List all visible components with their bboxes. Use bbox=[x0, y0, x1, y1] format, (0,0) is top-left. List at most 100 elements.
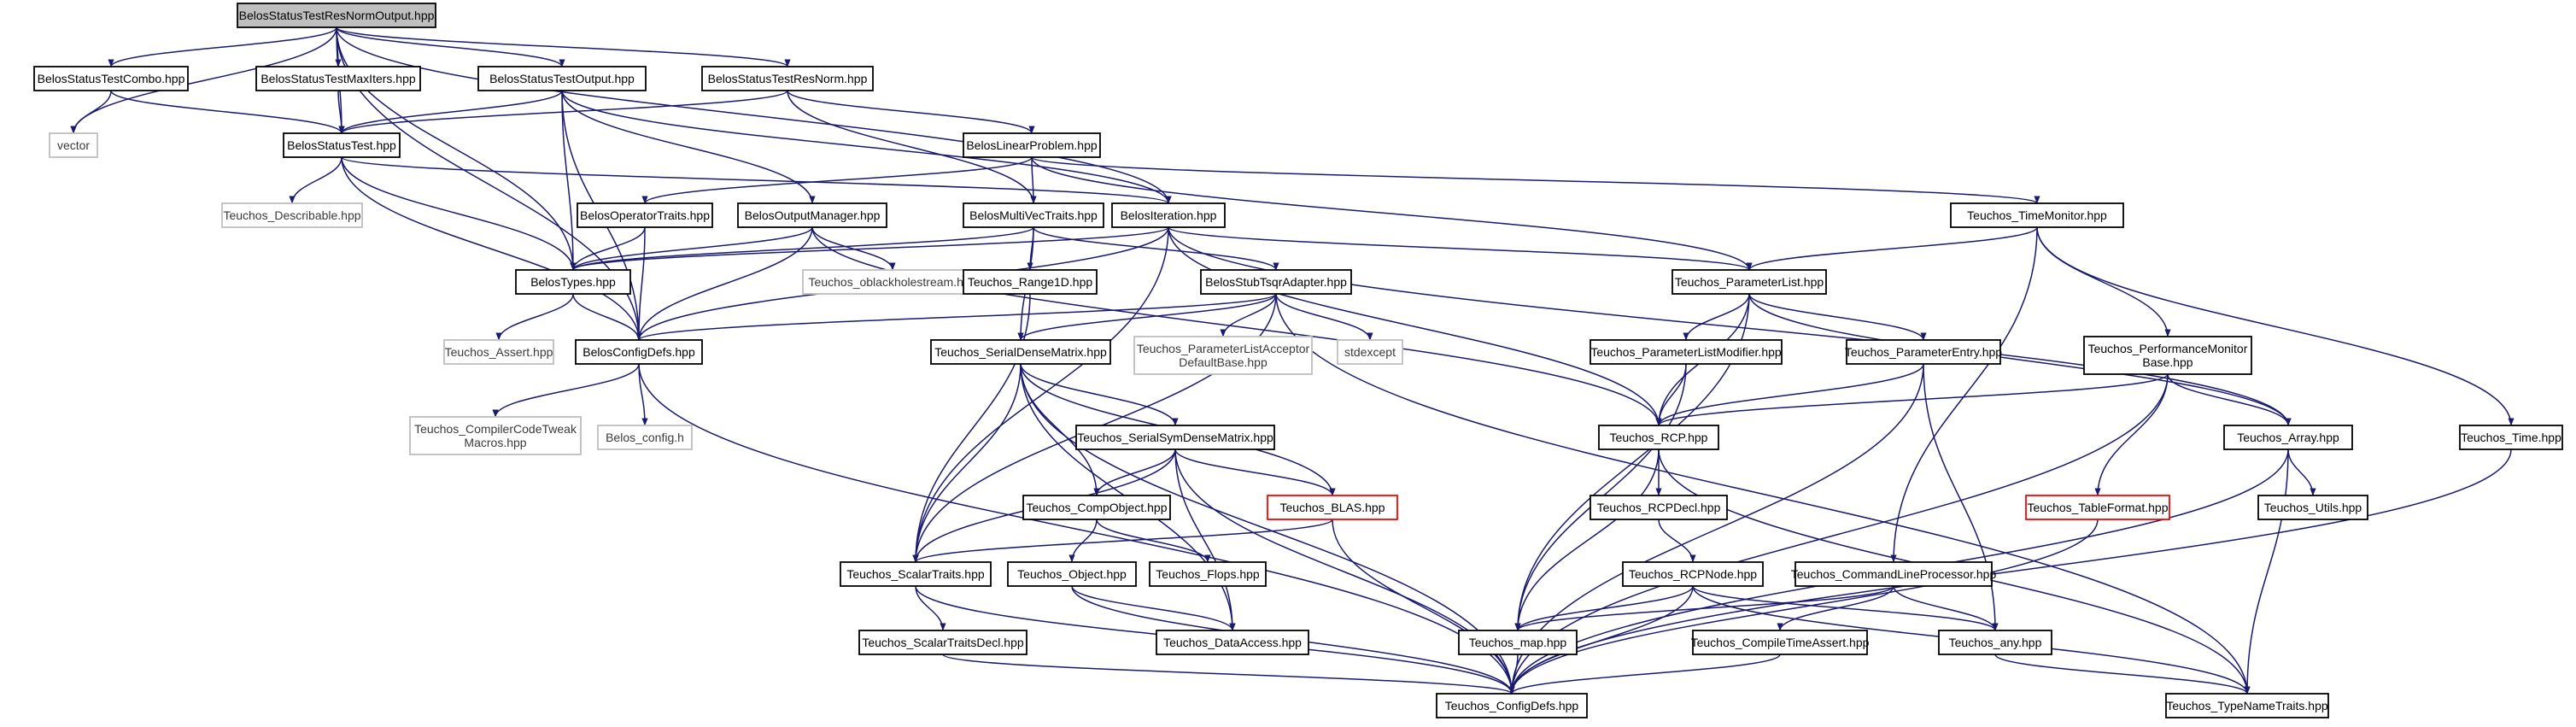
node-outmgr[interactable]: BelosOutputManager.hpp bbox=[737, 202, 887, 228]
node-label-stdexcept: stdexcept bbox=[1344, 345, 1396, 359]
node-label-serialdense: Teuchos_SerialDenseMatrix.hpp bbox=[934, 345, 1107, 359]
node-label-codetweak: Macros.hpp bbox=[464, 436, 526, 449]
node-utils[interactable]: Teuchos_Utils.hpp bbox=[2257, 495, 2368, 520]
node-paramlist[interactable]: Teuchos_ParameterList.hpp bbox=[1671, 269, 1827, 295]
node-stoutput[interactable]: BelosStatusTestOutput.hpp bbox=[477, 66, 647, 91]
node-paramentry[interactable]: Teuchos_ParameterEntry.hpp bbox=[1845, 339, 2002, 365]
node-label-ctassert: Teuchos_CompileTimeAssert.hpp bbox=[1691, 636, 1870, 649]
node-box-mvtraits bbox=[963, 202, 1104, 228]
edge-stoutput-to-statustest bbox=[338, 90, 563, 134]
node-box-array bbox=[2223, 425, 2353, 450]
edge-linprob-to-paramlist bbox=[1031, 156, 1753, 271]
node-object[interactable]: Teuchos_Object.hpp bbox=[1007, 561, 1137, 587]
node-resnorm[interactable]: BelosStatusTestResNorm.hpp bbox=[701, 66, 874, 91]
node-label-describable: Teuchos_Describable.hpp bbox=[223, 208, 360, 222]
node-configdefs[interactable]: BelosConfigDefs.hpp bbox=[575, 339, 703, 365]
node-label-blas: Teuchos_BLAS.hpp bbox=[1280, 501, 1385, 514]
node-iteration[interactable]: BelosIteration.hpp bbox=[1111, 202, 1226, 228]
node-range1d[interactable]: Teuchos_Range1D.hpp bbox=[963, 269, 1098, 295]
node-root[interactable]: BelosStatusTestResNormOutput.hpp bbox=[237, 3, 436, 28]
node-tconfigdefs[interactable]: Teuchos_ConfigDefs.hpp bbox=[1436, 693, 1588, 718]
node-compobject[interactable]: Teuchos_CompObject.hpp bbox=[1022, 495, 1171, 520]
node-tableformat[interactable]: Teuchos_TableFormat.hpp bbox=[2025, 495, 2170, 520]
node-scalartraitsdecl[interactable]: Teuchos_ScalarTraitsDecl.hpp bbox=[858, 630, 1027, 655]
node-scalartraits[interactable]: Teuchos_ScalarTraits.hpp bbox=[840, 561, 992, 587]
node-mvtraits[interactable]: BelosMultiVecTraits.hpp bbox=[963, 202, 1104, 228]
node-cmdline[interactable]: Teuchos_CommandLineProcessor.hpp bbox=[1791, 561, 1997, 587]
node-box-time bbox=[2459, 425, 2563, 450]
node-label-stoutput: BelosStatusTestOutput.hpp bbox=[489, 72, 635, 85]
node-layer: BelosStatusTestResNormOutput.hppBelosSta… bbox=[33, 3, 2563, 718]
node-maxiters[interactable]: BelosStatusTestMaxIters.hpp bbox=[255, 66, 421, 91]
node-label-scalartraitsdecl: Teuchos_ScalarTraitsDecl.hpp bbox=[862, 636, 1024, 649]
node-rcp[interactable]: Teuchos_RCP.hpp bbox=[1598, 425, 1719, 450]
edge-any-to-typenametraits bbox=[1994, 654, 2251, 695]
node-optraits[interactable]: BelosOperatorTraits.hpp bbox=[577, 202, 713, 228]
node-box-belosconfig bbox=[597, 425, 693, 450]
node-dataaccess[interactable]: Teuchos_DataAccess.hpp bbox=[1156, 630, 1309, 655]
edge-resnorm-to-statustest bbox=[338, 90, 788, 134]
node-types[interactable]: BelosTypes.hpp bbox=[515, 269, 631, 295]
node-label-linprob: BelosLinearProblem.hpp bbox=[966, 138, 1098, 152]
node-time[interactable]: Teuchos_Time.hpp bbox=[2459, 425, 2563, 450]
edge-root-to-resnorm bbox=[336, 26, 791, 67]
node-stdexcept: stdexcept bbox=[1337, 339, 1403, 365]
node-label-scalartraits: Teuchos_ScalarTraits.hpp bbox=[846, 567, 985, 581]
node-box-compobject bbox=[1022, 495, 1171, 520]
node-serialdense[interactable]: Teuchos_SerialDenseMatrix.hpp bbox=[930, 339, 1111, 365]
node-map[interactable]: Teuchos_map.hpp bbox=[1458, 630, 1578, 655]
node-box-root bbox=[237, 3, 436, 28]
node-label-compobject: Teuchos_CompObject.hpp bbox=[1027, 501, 1168, 514]
edge-iteration-to-scalartraits bbox=[912, 226, 1169, 563]
node-label-rcpdecl: Teuchos_RCPDecl.hpp bbox=[1597, 501, 1721, 514]
edge-cmdline-to-ctassert bbox=[1777, 585, 1894, 631]
node-label-optraits: BelosOperatorTraits.hpp bbox=[580, 208, 710, 222]
node-any[interactable]: Teuchos_any.hpp bbox=[1938, 630, 2052, 655]
node-typenametraits[interactable]: Teuchos_TypeNameTraits.hpp bbox=[2165, 693, 2329, 718]
edge-array-to-typenametraits bbox=[2244, 449, 2289, 695]
node-array[interactable]: Teuchos_Array.hpp bbox=[2223, 425, 2353, 450]
node-rcpdecl[interactable]: Teuchos_RCPDecl.hpp bbox=[1590, 495, 1728, 520]
node-label-configdefs: BelosConfigDefs.hpp bbox=[583, 345, 695, 359]
edge-ctassert-to-tconfigdefs bbox=[1508, 654, 1781, 695]
node-flops[interactable]: Teuchos_Flops.hpp bbox=[1149, 561, 1267, 587]
edge-configdefs-to-tconfigdefs bbox=[638, 363, 1515, 695]
edge-paramentry-to-any bbox=[1923, 363, 1999, 631]
node-label-stubtsqr: BelosStubTsqrAdapter.hpp bbox=[1205, 275, 1347, 289]
node-label-perfmon: Teuchos_PerformanceMonitor bbox=[2088, 342, 2248, 355]
node-label-plmodifier: Teuchos_ParameterListModifier.hpp bbox=[1590, 345, 1782, 359]
node-blas[interactable]: Teuchos_BLAS.hpp bbox=[1267, 495, 1398, 520]
node-box-map bbox=[1458, 630, 1578, 655]
node-rcpnode[interactable]: Teuchos_RCPNode.hpp bbox=[1622, 561, 1764, 587]
node-box-tconfigdefs bbox=[1436, 693, 1588, 718]
node-box-dataaccess bbox=[1156, 630, 1309, 655]
node-linprob[interactable]: BelosLinearProblem.hpp bbox=[963, 132, 1101, 158]
node-box-vector bbox=[49, 132, 98, 158]
edge-root-to-stoutput bbox=[336, 26, 565, 67]
edge-mvtraits-to-types bbox=[570, 226, 1034, 271]
edge-types-to-configdefs bbox=[572, 293, 642, 341]
node-stubtsqr[interactable]: BelosStubTsqrAdapter.hpp bbox=[1200, 269, 1352, 295]
node-plmodifier[interactable]: Teuchos_ParameterListModifier.hpp bbox=[1590, 339, 1783, 365]
node-label-tableformat: Teuchos_TableFormat.hpp bbox=[2028, 501, 2169, 514]
node-symdense[interactable]: Teuchos_SerialSymDenseMatrix.hpp bbox=[1075, 425, 1275, 450]
node-box-paramentry bbox=[1846, 339, 2001, 365]
node-ctassert[interactable]: Teuchos_CompileTimeAssert.hpp bbox=[1691, 630, 1870, 655]
node-combo[interactable]: BelosStatusTestCombo.hpp bbox=[33, 66, 189, 91]
node-label-map: Teuchos_map.hpp bbox=[1469, 636, 1567, 649]
node-box-configdefs bbox=[575, 339, 703, 365]
node-statustest[interactable]: BelosStatusTest.hpp bbox=[283, 132, 401, 158]
node-box-describable bbox=[221, 202, 363, 228]
node-box-combo bbox=[33, 66, 189, 91]
edge-root-to-combo bbox=[108, 26, 337, 67]
edge-stubtsqr-to-stdexcept bbox=[1275, 293, 1373, 341]
node-timemon[interactable]: Teuchos_TimeMonitor.hpp bbox=[1950, 202, 2124, 228]
node-box-utils bbox=[2257, 495, 2368, 520]
edge-paramentry-to-rcp bbox=[1655, 363, 1924, 426]
node-label-maxiters: BelosStatusTestMaxIters.hpp bbox=[261, 72, 416, 85]
node-box-paramlist bbox=[1671, 269, 1827, 295]
node-label-rcp: Teuchos_RCP.hpp bbox=[1610, 431, 1708, 444]
